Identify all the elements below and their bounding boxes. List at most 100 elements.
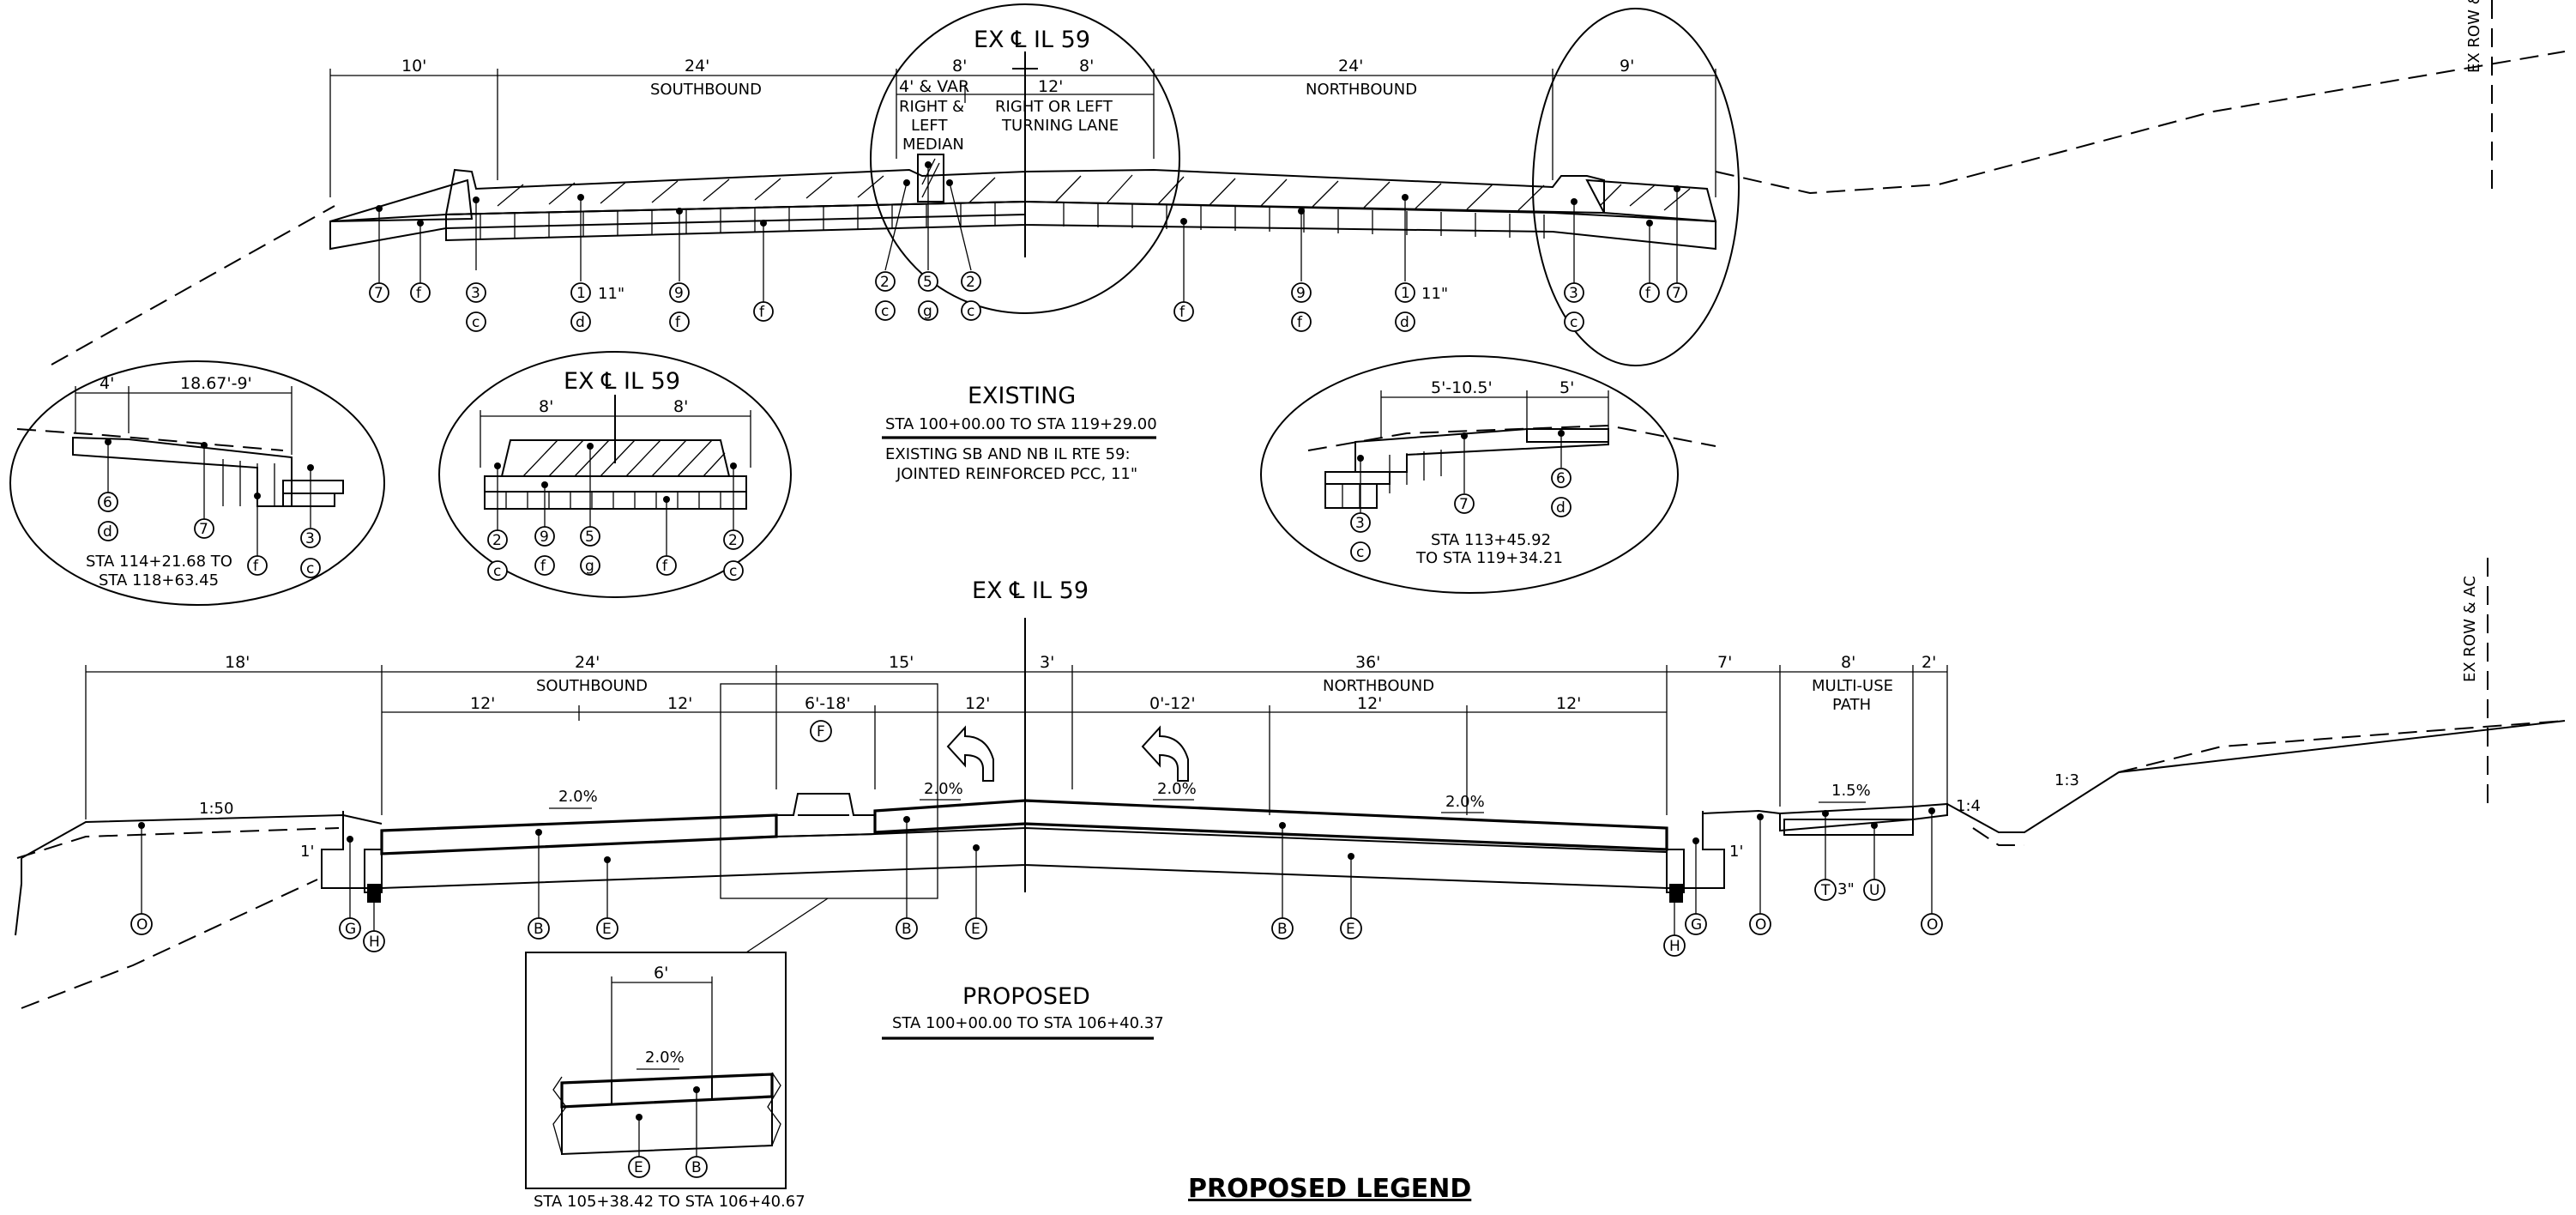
pr-dim-36: 36' <box>1355 653 1380 672</box>
callout-c: c <box>472 314 480 331</box>
callout-f: f <box>759 304 765 321</box>
callout-B: B <box>902 921 912 938</box>
dc-dim-8a: 8' <box>539 397 553 416</box>
ex-dim-10: 10' <box>401 57 426 76</box>
callout-G: G <box>1691 916 1702 934</box>
callout-B: B <box>1277 921 1288 938</box>
callout-c: c <box>967 303 974 320</box>
callout-6: 6 <box>1556 470 1566 487</box>
callout-H: H <box>1669 938 1680 955</box>
dl-dim-18-67: 18.67'-9' <box>180 374 252 393</box>
existing-note-2: JOINTED REINFORCED PCC, 11" <box>896 465 1137 483</box>
ex-right-shoulder-circle <box>1532 8 1740 366</box>
callout-1: 1 <box>1401 285 1410 302</box>
proposed-station: STA 100+00.00 TO STA 106+40.37 <box>892 1014 1164 1032</box>
pr-slope-sb: 2.0% <box>558 788 598 806</box>
ex-turn-label-2: TURNING LANE <box>1001 117 1119 135</box>
pr-mup-label-2: PATH <box>1832 696 1871 714</box>
pr-dim-8: 8' <box>1841 653 1855 672</box>
callout-3: 3 <box>471 285 480 302</box>
callout-7: 7 <box>1672 285 1681 302</box>
ex-median-label-2: LEFT <box>911 117 948 135</box>
ex-median-circle <box>870 3 1180 314</box>
callout-2: 2 <box>966 274 975 291</box>
dr-dim-5: 5' <box>1559 378 1574 397</box>
callout-d: d <box>576 314 585 331</box>
existing-note-1: EXISTING SB AND NB IL RTE 59: <box>885 445 1131 463</box>
dl-station-1: STA 114+21.68 TO <box>86 553 232 571</box>
ex-northbound-label: NORTHBOUND <box>1306 81 1417 99</box>
ex-turn-label-1: RIGHT OR LEFT <box>995 98 1113 116</box>
callout-E: E <box>1346 921 1355 938</box>
pr-centerline-label: EX ℄ IL 59 <box>972 577 1089 604</box>
pr-slope-nb: 2.0% <box>1445 793 1485 811</box>
pr-sub-12e: 12' <box>1556 694 1581 713</box>
pr-slope-mup: 1.5% <box>1831 782 1871 800</box>
callout-d: d <box>1400 314 1409 331</box>
callout-d: d <box>103 523 112 541</box>
inset-station: STA 105+38.42 TO STA 106+40.67 <box>534 1193 805 1211</box>
proposed-title: PROPOSED <box>962 983 1090 1010</box>
callout-c: c <box>306 560 314 577</box>
pr-dim-18: 18' <box>225 653 250 672</box>
pr-sub-12d: 12' <box>1357 694 1382 713</box>
dr-dim-5-10: 5'-10.5' <box>1431 378 1493 397</box>
callout-c: c <box>1356 544 1364 561</box>
callout-6: 6 <box>103 494 112 511</box>
pr-northbound-label: NORTHBOUND <box>1323 677 1434 695</box>
callout-f: f <box>540 558 546 575</box>
callout-7: 7 <box>374 285 383 302</box>
ex-dim-24-sb: 24' <box>685 57 709 76</box>
pr-dim-24: 24' <box>575 653 600 672</box>
proposed-section: EX ℄ IL 59 18' 24' 15' 3' 36' 7' 8' 2' S… <box>15 0 2566 1204</box>
callout-f: f <box>675 314 681 331</box>
callout-c: c <box>881 303 889 320</box>
detail-right: 5'-10.5' 5' 3 c 7 6 d STA 113+45.92 TO S… <box>1260 355 1716 594</box>
ex-dim-9: 9' <box>1620 57 1634 76</box>
pr-slope-1-3: 1:3 <box>2054 771 2079 789</box>
pr-mup-label-1: MULTI-USE <box>1812 677 1893 695</box>
ex-callouts: 7 f 3 1 9 f 2 5 2 f 9 1 3 f 7 c d f c g … <box>369 271 1687 332</box>
proposed-legend-heading: PROPOSED LEGEND <box>1188 1174 1471 1204</box>
inset-slope: 2.0% <box>645 1049 685 1067</box>
pr-side-dim-1a: 1' <box>300 843 314 861</box>
pr-sub-0-12: 0'-12' <box>1149 694 1196 713</box>
callout-7: 7 <box>199 521 208 538</box>
pr-side-dim-3: 3" <box>1837 880 1855 898</box>
callout-g: g <box>923 303 932 320</box>
ex-dim-12: 12' <box>1038 77 1063 96</box>
ex-dim-24-nb: 24' <box>1338 57 1363 76</box>
callout-g: g <box>585 558 594 575</box>
ex-thickness-nb: 11" <box>1421 285 1448 303</box>
callout-f: f <box>1179 304 1185 321</box>
pr-dim-3: 3' <box>1040 653 1054 672</box>
pr-dim-15: 15' <box>889 653 914 672</box>
callout-5: 5 <box>585 529 594 546</box>
callout-d: d <box>1556 499 1566 517</box>
callout-H: H <box>369 934 380 951</box>
dr-station-1: STA 113+45.92 <box>1431 531 1551 549</box>
callout-9: 9 <box>1296 285 1306 302</box>
pr-side-dim-1b: 1' <box>1729 843 1743 861</box>
callout-1: 1 <box>576 285 586 302</box>
pr-slope-median: 2.0% <box>924 780 963 798</box>
callout-E: E <box>634 1159 643 1176</box>
callout-3: 3 <box>1569 285 1578 302</box>
callout-c: c <box>1570 314 1578 331</box>
callout-c: c <box>493 563 501 580</box>
row-label-top: EX ROW & <box>2465 0 2483 73</box>
callout-3: 3 <box>1355 515 1365 532</box>
ex-dim-4var: 4' & VAR <box>899 77 969 96</box>
callout-f: f <box>253 558 259 575</box>
pr-sub-12c: 12' <box>965 694 990 713</box>
dr-station-2: TO STA 119+34.21 <box>1415 549 1563 567</box>
callout-9: 9 <box>674 285 684 302</box>
callout-2: 2 <box>880 274 890 291</box>
existing-station: STA 100+00.00 TO STA 119+29.00 <box>885 415 1157 433</box>
pr-southbound-label: SOUTHBOUND <box>536 677 648 695</box>
callout-3: 3 <box>305 530 315 547</box>
callout-f: f <box>1297 314 1303 331</box>
callout-2: 2 <box>492 532 502 549</box>
callout-O: O <box>1927 916 1938 934</box>
callout-O: O <box>136 916 148 934</box>
